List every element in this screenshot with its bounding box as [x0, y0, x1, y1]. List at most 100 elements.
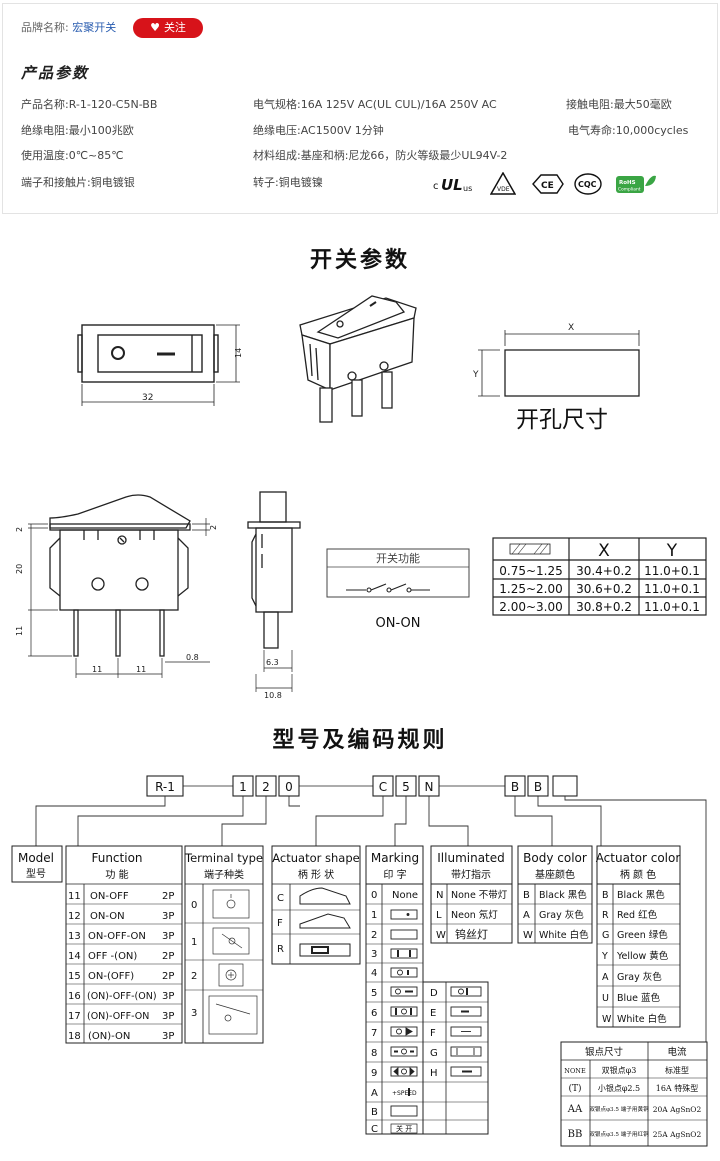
silver-rows: 银点尺寸 电流 NONE 双银点φ3 标准型 (T) 小银点φ2.5 16A 特…: [564, 1046, 701, 1140]
table-header-y: Y: [666, 541, 678, 561]
svg-text:CQC: CQC: [578, 180, 597, 189]
silver-code: (T): [568, 1083, 581, 1094]
function-code: 11: [68, 891, 81, 902]
function-desc: ON-(OFF): [88, 971, 134, 982]
code-box-text: R-1: [155, 780, 175, 794]
brand-row: 品牌名称: 宏聚开关: [21, 19, 116, 35]
function-box-title: 开关功能: [376, 551, 420, 565]
brand-name-link[interactable]: 宏聚开关: [72, 21, 117, 34]
silver-current: 20A AgSnO2: [653, 1105, 702, 1114]
actuator-color-rows: B Black 黑色 R Red 红色 G Green 绿色 Y Yellow …: [601, 889, 669, 1025]
spec-item: 使用温度:0℃~85℃: [21, 149, 124, 162]
rohs-cert-icon: RoHS Compliant: [616, 175, 656, 193]
function-pins: 3P: [162, 931, 174, 942]
marking-extra-code: E: [430, 1008, 436, 1019]
illuminated-desc: 钨丝灯: [455, 928, 488, 941]
product-params-title: 产品参数: [21, 64, 90, 82]
terminal-en: Terminal type: [184, 851, 263, 865]
dim-08-label: 0.8: [186, 653, 199, 662]
table-cell: 0.75~1.25: [499, 564, 563, 578]
svg-text:UL: UL: [441, 176, 463, 194]
spec-item: 接触电阻:最大50毫欧: [566, 98, 672, 111]
marking-symbol-icon: [390, 909, 482, 1117]
marking-code: 5: [371, 988, 377, 999]
marking-extra-code: H: [430, 1068, 438, 1079]
marking-code: 7: [371, 1028, 377, 1039]
body-color-code: B: [523, 890, 530, 901]
terminal-cn: 端子种类: [204, 868, 244, 881]
ce-cert-icon: CE: [532, 174, 564, 194]
body-color-desc: Black 黑色: [539, 889, 587, 901]
function-code: 15: [68, 971, 81, 982]
heart-icon: ♥: [150, 21, 160, 34]
coding-rules-title: 型号及编码规则: [272, 728, 448, 753]
model-cn: 型号: [26, 867, 46, 880]
silver-contact-table: [560, 1041, 708, 1147]
code-box-text: B: [511, 780, 519, 794]
model-box: [11, 845, 63, 883]
function-code: 14: [68, 951, 81, 962]
silver-desc: 双银点φ3.5 端子用黄铜: [589, 1105, 649, 1113]
cutout-size-label: 开孔尺寸: [516, 407, 608, 433]
illuminated-desc: Neon 氖灯: [451, 909, 498, 921]
follow-button[interactable]: ♥关注: [133, 18, 203, 38]
function-desc: (ON)-ON: [88, 1031, 130, 1042]
end-view-drawing: [247, 491, 301, 692]
terminal-type-table: [184, 845, 264, 1044]
actuator-shape-code: R: [277, 944, 284, 955]
marking-cn: 印 字: [383, 868, 406, 881]
illuminated-cn: 带灯指示: [451, 868, 491, 881]
silver-header: 电流: [667, 1046, 687, 1058]
marking-guankai: 关 开: [396, 1124, 412, 1133]
silver-code: AA: [567, 1104, 583, 1115]
marking-code: A: [371, 1088, 378, 1099]
function-pins: 3P: [162, 991, 174, 1002]
table-cell: 11.0+0.1: [644, 600, 700, 614]
spec-item: 电气寿命:10,000cycles: [568, 124, 689, 137]
marking-speed: +SPEED: [392, 1090, 417, 1097]
cqc-cert-icon: CQC: [574, 173, 602, 195]
dim-11a-label: 11: [92, 665, 102, 674]
actuator-color-desc: Green 绿色: [617, 929, 668, 941]
marking-code: 4: [371, 968, 377, 979]
body-color-en: Body color: [523, 851, 587, 865]
marking-none: None: [392, 890, 418, 901]
spec-item: 绝缘电压:AC1500V 1分钟: [253, 124, 384, 137]
silver-desc: 双银点φ3.5 端子用红铜: [589, 1130, 649, 1138]
actuator-color-code: A: [602, 972, 609, 983]
actuator-color-desc: Blue 蓝色: [617, 992, 661, 1004]
function-desc: (ON)-OFF-(ON): [87, 991, 157, 1002]
marking-table: [365, 845, 489, 1135]
table-cell: 30.8+0.2: [576, 600, 632, 614]
function-pins: 3P: [162, 911, 174, 922]
illuminated-code: N: [436, 890, 443, 901]
function-code: 12: [68, 911, 81, 922]
body-color-code: W: [523, 930, 533, 941]
illuminated-desc: None 不带灯: [451, 890, 508, 901]
cut-x-label: X: [568, 323, 574, 333]
switch-function-box: [326, 548, 470, 598]
actuator-color-cn: 柄 颜 色: [620, 868, 656, 881]
marking-code: 0: [371, 890, 377, 901]
code-box: [552, 775, 578, 797]
table-cell: 2.00~3.00: [499, 600, 563, 614]
marking-code: C: [371, 1124, 378, 1135]
actuator-shape-code: C: [277, 893, 284, 904]
dim-32-label: 32: [142, 393, 153, 403]
switch-params-title: 开关参数: [309, 248, 410, 273]
dim-108-label: 10.8: [264, 691, 282, 700]
terminal-code: 2: [191, 971, 197, 982]
actuator-color-code: R: [602, 910, 609, 921]
actuator-shape-icon: [299, 887, 351, 957]
dim-2b-label: 2: [209, 525, 218, 530]
cutout-table: [492, 537, 707, 616]
marking-codes: 0 None 1 2 3 4 5 6 7 8 9 A +SPEED B C 关 …: [371, 890, 438, 1135]
marking-code: 2: [371, 930, 377, 941]
dim-11b-label: 11: [136, 665, 146, 674]
illuminated-en: Illuminated: [437, 851, 505, 865]
function-desc: ON-OFF: [90, 891, 129, 902]
switch-symbol-icon: [346, 583, 430, 593]
dim-63-label: 6.3: [266, 658, 279, 667]
function-pins: 2P: [162, 971, 174, 982]
actuator-color-desc: Black 黑色: [617, 889, 665, 901]
